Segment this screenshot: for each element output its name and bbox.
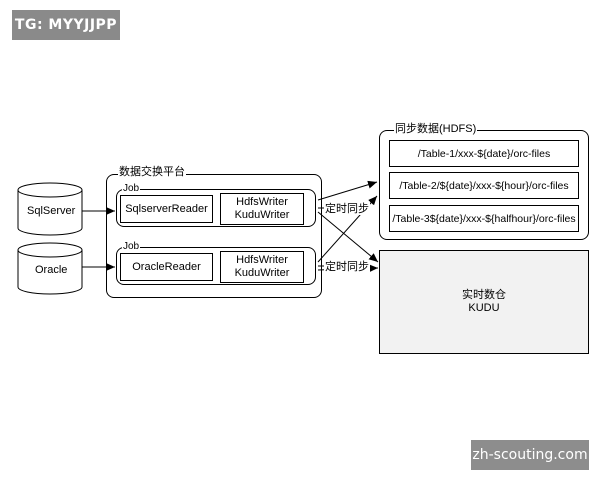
oracle-label: Oracle xyxy=(35,264,68,276)
job-frame-sqlserver xyxy=(116,189,316,227)
watermark-top-left: TG: MYYJJPP xyxy=(12,10,120,40)
hdfs-table-3: /Table-3${date}/xxx-${halfhour}/orc-file… xyxy=(389,205,579,232)
watermark-bottom-right: zh-scouting.com xyxy=(471,440,589,470)
platform-title: 数据交换平台 xyxy=(118,166,186,178)
job1-writer-box: HdfsWriter KuduWriter xyxy=(220,193,304,225)
hdfs-container xyxy=(379,130,589,240)
kudu-warehouse-box: 实时数仓 KUDU xyxy=(379,250,589,354)
kudu-title-line2: KUDU xyxy=(468,302,500,314)
job-label-sqlserver: Job xyxy=(122,183,141,195)
sqlserver-database-icon xyxy=(17,182,83,236)
job1-hdfs-writer-label: HdfsWriter xyxy=(236,196,288,208)
job-label-oracle: Job xyxy=(122,241,141,253)
hdfs-table-2: /Table-2/${date}/xxx-${hour}/orc-files xyxy=(389,172,579,199)
edge-job1-to-hdfs xyxy=(317,180,378,201)
sync-label-job1: 定时同步 xyxy=(324,203,370,215)
sqlserver-reader-box: SqlserverReader xyxy=(120,195,213,223)
sync-label-job2: 定时同步 xyxy=(324,261,370,273)
hdfs-table-1: /Table-1/xxx-${date}/orc-files xyxy=(389,140,579,167)
job2-kudu-writer-label: KuduWriter xyxy=(234,267,290,279)
platform-container xyxy=(106,174,322,298)
kudu-title-line1: 实时数仓 xyxy=(462,289,506,301)
hdfs-title: 同步数据(HDFS) xyxy=(394,123,478,135)
oracle-reader-box: OracleReader xyxy=(120,253,213,281)
job-frame-oracle xyxy=(116,247,316,285)
job2-hdfs-writer-label: HdfsWriter xyxy=(236,254,288,266)
edge-job1-to-kudu xyxy=(317,211,379,263)
job1-kudu-writer-label: KuduWriter xyxy=(234,209,290,221)
oracle-database-icon xyxy=(17,242,83,295)
sqlserver-label: SqlServer xyxy=(27,205,76,217)
job2-writer-box: HdfsWriter KuduWriter xyxy=(220,251,304,283)
